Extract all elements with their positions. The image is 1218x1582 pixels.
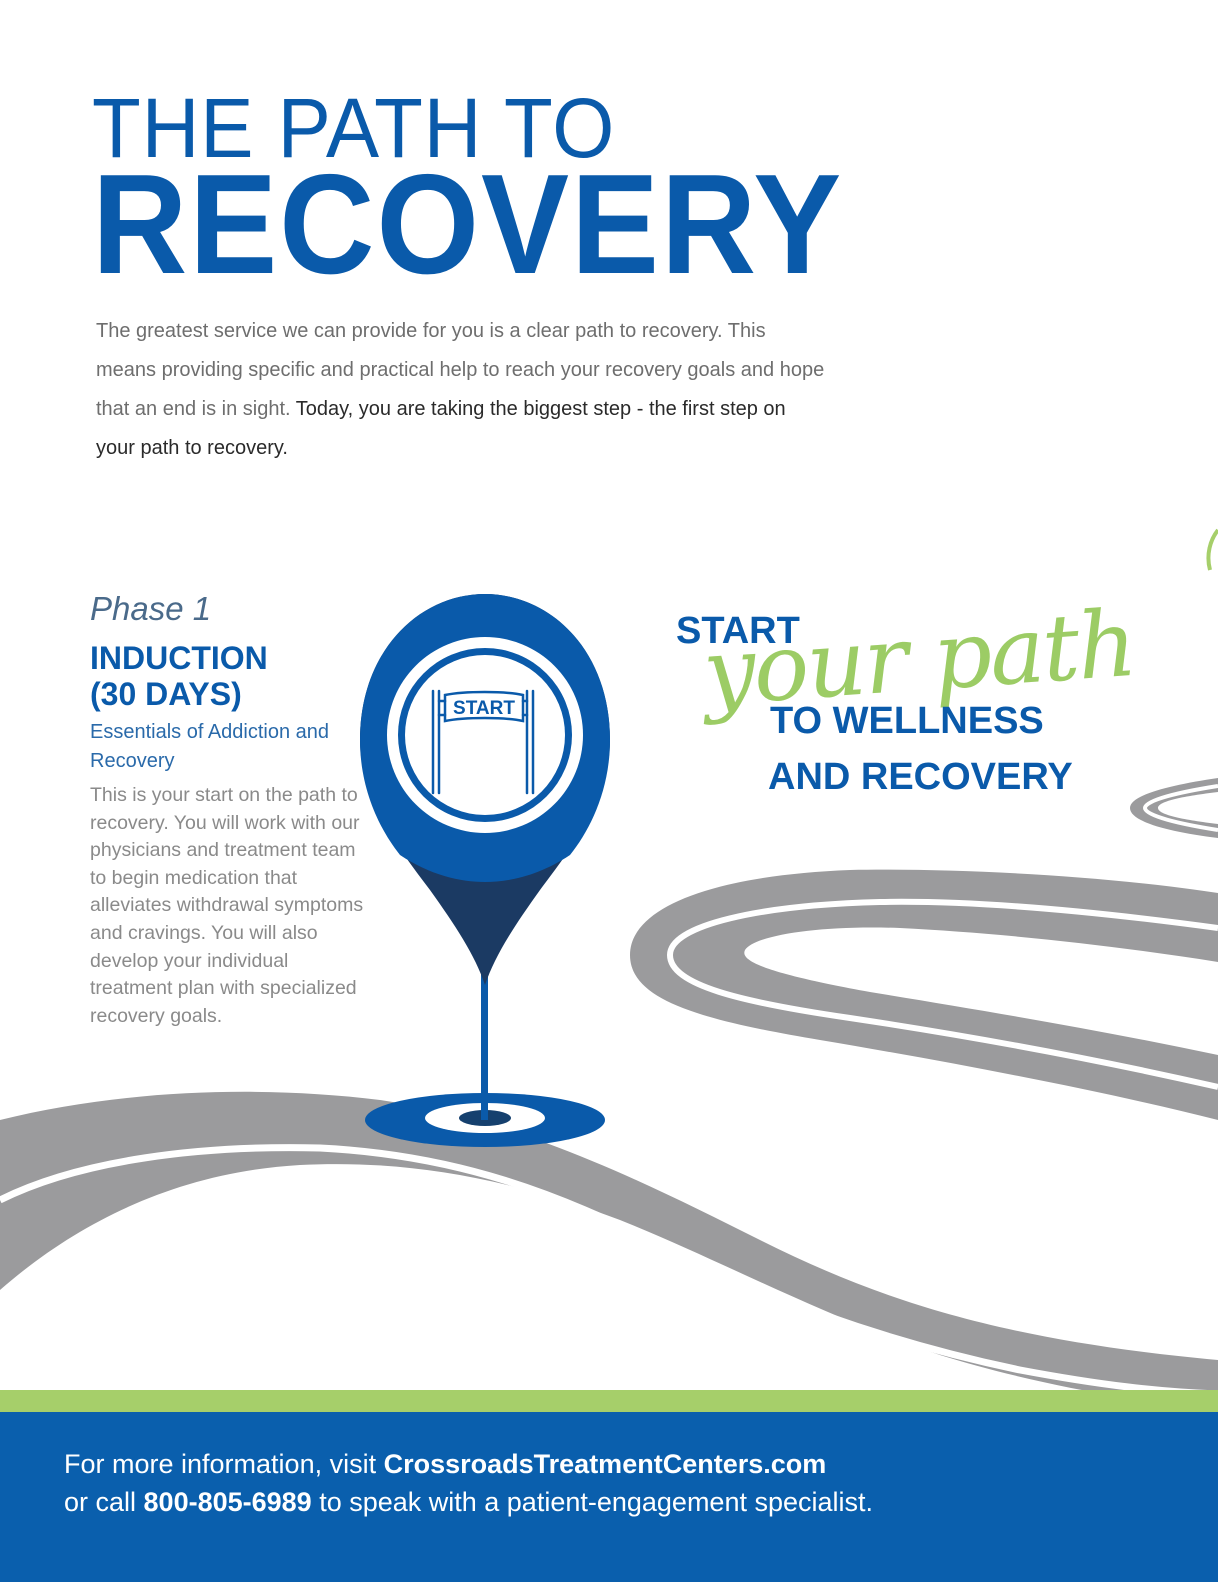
- phase-subtitle: Essentials of Addiction and Recovery: [90, 721, 330, 772]
- intro-emphasis: Today, you are taking the biggest step -…: [96, 398, 786, 459]
- tagline-start: START: [676, 610, 800, 652]
- tagline-wellness: TO WELLNESS: [770, 700, 1044, 742]
- phone-link[interactable]: 800-805-6989: [143, 1487, 312, 1517]
- footer-line2-prefix: or call: [64, 1487, 144, 1517]
- phase-description: This is your start on the path to recove…: [90, 784, 364, 1027]
- phase-label: Phase 1: [90, 590, 212, 627]
- footer-line1-prefix: For more information, visit: [64, 1449, 384, 1479]
- tagline-recovery: AND RECOVERY: [768, 756, 1073, 798]
- page-title-line2: RECOVERY: [92, 145, 844, 304]
- page-title-line1: THE PATH TO: [92, 81, 616, 175]
- phase-title: INDUCTION (30 DAYS): [90, 640, 268, 712]
- phase-title-line2: (30 DAYS): [90, 676, 242, 712]
- intro-text: The greatest service we can provide for …: [96, 320, 825, 420]
- svg-text:START: START: [453, 698, 515, 719]
- start-banner-icon: START: [431, 689, 535, 795]
- accent-stripe: [0, 1390, 1218, 1414]
- footer-contact: For more information, visit CrossroadsTr…: [64, 1445, 873, 1521]
- phase-title-line1: INDUCTION: [90, 640, 268, 676]
- website-link[interactable]: CrossroadsTreatmentCenters.com: [383, 1449, 827, 1479]
- map-pin-marker: [360, 594, 610, 1147]
- intro-paragraph: The greatest service we can provide for …: [96, 312, 826, 468]
- footer-banner: [0, 1412, 1218, 1582]
- footer-line2-suffix: to speak with a patient-engagement speci…: [311, 1487, 874, 1517]
